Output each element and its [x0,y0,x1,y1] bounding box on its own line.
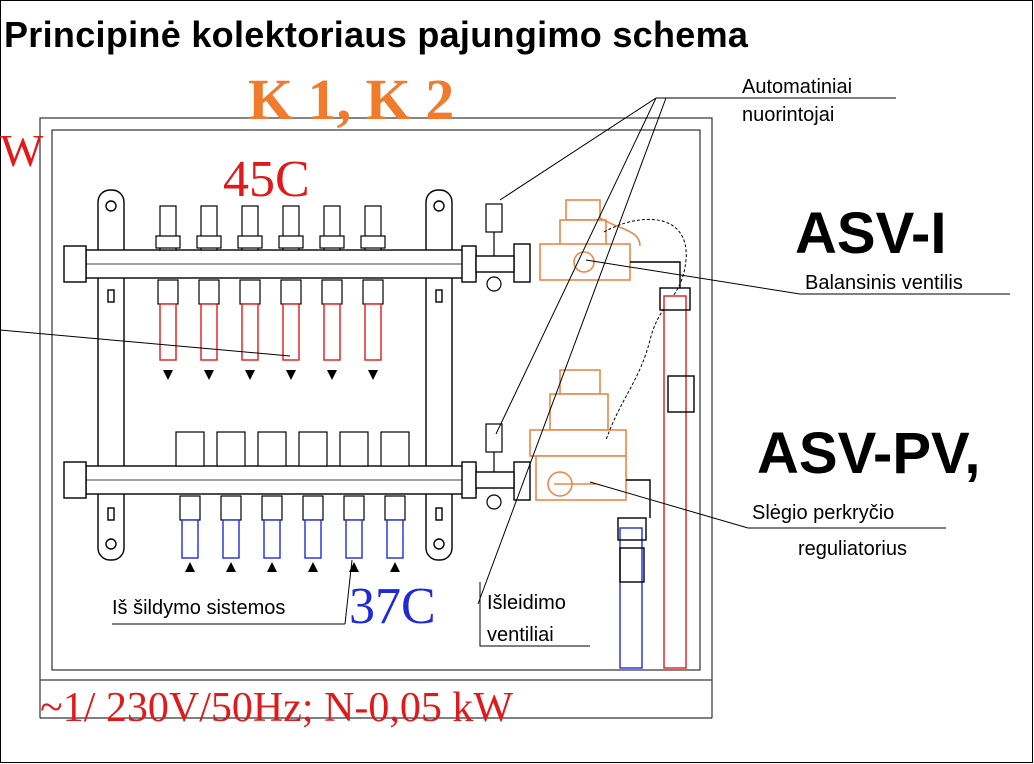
balancing-valve-label: Balansinis ventilis [805,272,963,294]
supply-loop [196,205,222,380]
pressure-regulator-label-line1: Slėgio perkryčio [752,502,895,524]
supply-loop [278,205,304,380]
return-loop [298,431,328,572]
vents-and-drains [485,203,503,510]
return-temperature: 37C [349,578,436,635]
return-loop [380,431,410,572]
supply-loop [237,205,263,380]
supply-manifold [63,243,531,283]
return-loop [175,431,205,572]
cut-off-label: W [0,125,44,176]
supply-temperature: 45C [223,151,310,208]
return-loop [216,431,246,572]
supply-loop [155,205,181,380]
diagram-title: Principinė kolektoriaus pajungimo schema [4,14,749,55]
drain-valves-label-line2: ventiliai [487,624,554,646]
supply-loop [360,205,386,380]
supply-loop [319,205,345,380]
asv-i-label: ASV-I [795,201,947,266]
asv-pv-regulator [529,369,627,501]
return-manifold [63,461,531,501]
pressure-regulator-label-line2: reguliatorius [798,538,907,560]
asv-pv-label: ASV-PV, [757,421,981,486]
drain-valves-label-line1: Išleidimo [487,592,566,614]
cabinet [39,117,713,718]
return-loops [175,431,410,572]
risers [617,261,695,669]
auto-vents-label-line1: Automatiniai [742,76,853,98]
supply-loops [155,205,386,380]
from-heating-label: Iš šildymo sistemos [112,597,286,619]
diagram-subtitle: K 1, K 2 [248,67,455,132]
auto-vents-label-line2: nuorintojai [742,104,835,126]
leader-lines [0,97,1010,647]
return-loop [257,431,287,572]
asv-i-valve [539,199,641,281]
return-loop [339,431,369,572]
power-spec: ~1/ 230V/50Hz; N-0,05 kW [40,685,513,731]
